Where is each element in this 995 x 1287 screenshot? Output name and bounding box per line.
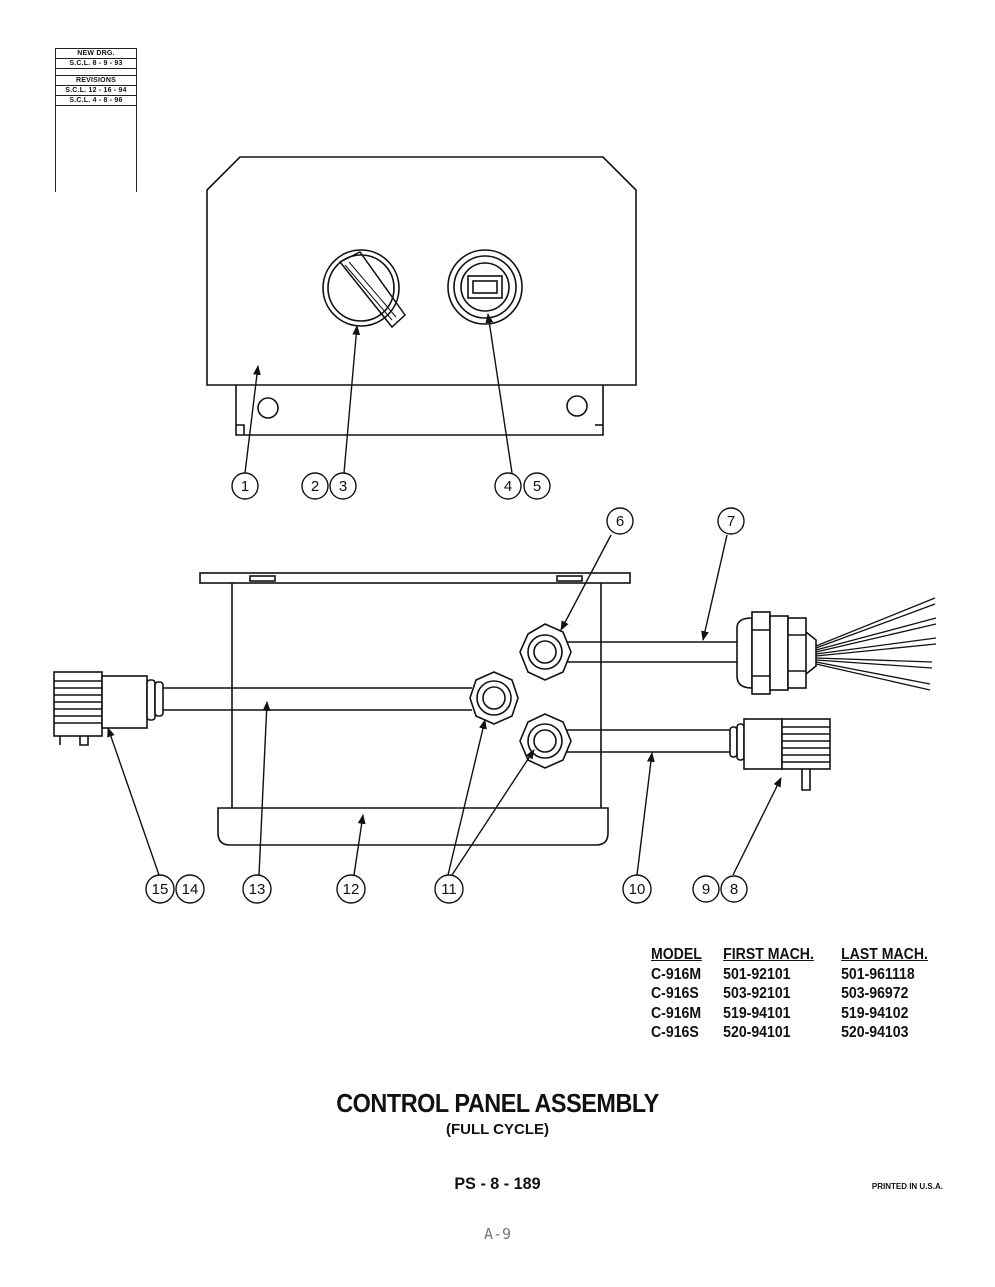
svg-text:5: 5: [533, 478, 541, 495]
svg-text:14: 14: [182, 881, 199, 898]
callout-7: 7: [717, 507, 745, 535]
new-drawing-date: S.C.L. 8 - 9 - 93: [56, 59, 136, 69]
revision-block: NEW DRG. S.C.L. 8 - 9 - 93 REVISIONS S.C…: [55, 48, 137, 192]
first-mach-cell: 519-94101: [723, 1004, 791, 1022]
svg-text:10: 10: [629, 881, 646, 898]
svg-text:11: 11: [441, 881, 457, 898]
svg-text:9: 9: [702, 881, 710, 898]
svg-text:1: 1: [241, 478, 249, 495]
model-cell: C-916S: [651, 1024, 699, 1041]
svg-text:3: 3: [339, 478, 347, 495]
callout-14: 14: [175, 874, 205, 904]
callout-13: 13: [242, 874, 272, 904]
last-mach-cell: 503-96972: [841, 985, 909, 1002]
svg-text:7: 7: [727, 513, 735, 530]
callout-9: 9: [692, 875, 720, 903]
callout-10: 10: [622, 874, 652, 904]
footer-page-number: A-9: [483, 1225, 512, 1243]
callout-4: 4: [494, 472, 522, 500]
svg-text:2: 2: [311, 478, 319, 495]
svg-text:12: 12: [343, 881, 360, 898]
page-subtitle: (FULL CYCLE): [445, 1121, 550, 1138]
header-model: MODEL: [651, 946, 702, 963]
control-box-front: [206, 156, 637, 436]
callout-12: 12: [336, 874, 366, 904]
first-mach-cell: 503-92101: [723, 985, 791, 1002]
svg-text:13: 13: [249, 881, 266, 898]
part-sheet-number: PS - 8 - 189: [454, 1174, 541, 1193]
callout-8: 8: [720, 875, 748, 903]
first-mach-cell: 501-92101: [723, 965, 791, 983]
callout-11: 11: [434, 874, 464, 904]
header-last-mach: LAST MACH.: [841, 946, 928, 963]
center-cable-gland: [469, 671, 519, 725]
cord-grip: [736, 611, 817, 695]
callout-3: 3: [329, 472, 357, 500]
first-mach-cell: 520-94101: [723, 1024, 791, 1041]
revision-2: S.C.L. 4 - 8 - 96: [56, 96, 136, 106]
header-first-mach: FIRST MACH.: [723, 946, 814, 963]
model-cell: C-916S: [651, 985, 699, 1002]
right-connector: [729, 718, 831, 791]
new-drawing-label: NEW DRG.: [56, 48, 136, 59]
last-mach-cell: 501-961118: [841, 965, 915, 983]
model-cell: C-916M: [651, 965, 702, 983]
printed-note: PRINTED IN U.S.A.: [871, 1182, 943, 1191]
wire-leads: [815, 597, 937, 691]
revisions-label: REVISIONS: [56, 76, 136, 86]
indicator-light: [447, 249, 523, 325]
mounting-plate: [199, 572, 631, 846]
last-mach-cell: 520-94103: [841, 1024, 909, 1041]
svg-text:4: 4: [504, 478, 512, 495]
callout-1: 1: [231, 472, 259, 500]
upper-right-gland: [519, 623, 572, 681]
svg-text:6: 6: [616, 513, 624, 530]
left-cable: [162, 687, 472, 711]
leader-lines: [107, 313, 782, 876]
callout-6: 6: [606, 507, 634, 535]
callout-5: 5: [523, 472, 551, 500]
left-connector: [53, 671, 164, 746]
last-mach-cell: 519-94102: [841, 1004, 909, 1022]
power-cable: [560, 641, 737, 663]
model-cell: C-916M: [651, 1004, 702, 1022]
svg-text:8: 8: [730, 881, 738, 898]
svg-text:15: 15: [152, 881, 169, 898]
lower-right-cable: [560, 729, 730, 753]
page-title: CONTROL PANEL ASSEMBLY: [336, 1088, 659, 1118]
callout-2: 2: [301, 472, 329, 500]
callout-15: 15: [145, 874, 175, 904]
revision-spacer: [56, 69, 136, 76]
revision-1: S.C.L. 12 - 16 - 94: [56, 86, 136, 96]
selector-switch: [322, 249, 406, 329]
